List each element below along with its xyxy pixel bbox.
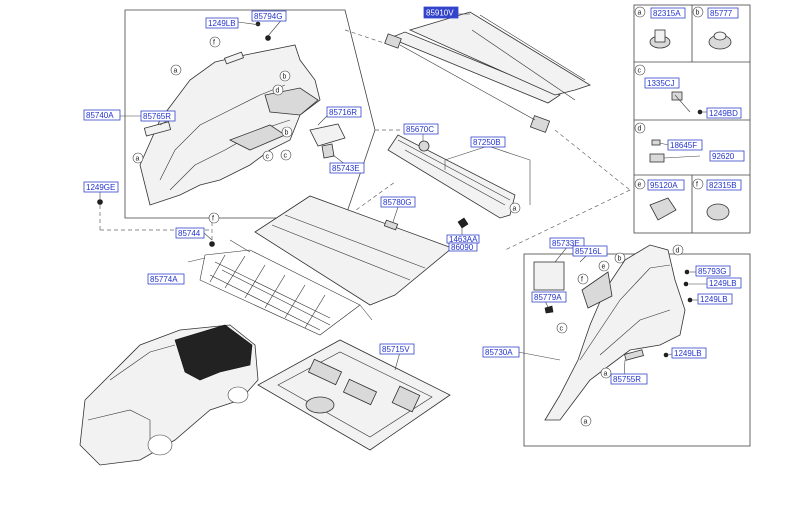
label-18645F[interactable]: 18645F bbox=[670, 141, 697, 150]
left-quarter-trim bbox=[139, 44, 321, 206]
label-85670C[interactable]: 85670C bbox=[406, 125, 434, 134]
label-95120A[interactable]: 95120A bbox=[650, 181, 678, 190]
tonneau-cover-roll bbox=[388, 31, 561, 104]
label-85910V[interactable]: 85910V bbox=[426, 9, 454, 18]
callout-e-1: e bbox=[602, 264, 606, 271]
legend-letter-f: f bbox=[696, 182, 698, 189]
label-85716L[interactable]: 85716L bbox=[575, 247, 602, 256]
cargo-net bbox=[199, 249, 361, 336]
label-1463AA[interactable]: 1463AA bbox=[449, 235, 478, 244]
label-1249LB-right-3[interactable]: 1249LB bbox=[674, 349, 702, 358]
legend-letter-a: a bbox=[638, 10, 642, 17]
label-85733E[interactable]: 85733E bbox=[552, 239, 580, 248]
label-1249LB-right-2[interactable]: 1249LB bbox=[700, 295, 728, 304]
label-82315B[interactable]: 82315B bbox=[709, 181, 737, 190]
callout-a-5: a bbox=[584, 419, 588, 426]
label-85793G[interactable]: 85793G bbox=[698, 267, 726, 276]
label-1335CJ[interactable]: 1335CJ bbox=[647, 79, 675, 88]
label-1249GE[interactable]: 1249GE bbox=[86, 183, 115, 192]
label-1249LB-top[interactable]: 1249LB bbox=[208, 19, 236, 28]
callout-a-2: a bbox=[136, 156, 140, 163]
callout-d-1: d bbox=[276, 88, 280, 95]
label-82315A[interactable]: 82315A bbox=[653, 9, 681, 18]
label-85715V[interactable]: 85715V bbox=[382, 345, 410, 354]
bracket-85733E bbox=[533, 261, 565, 291]
legend-letter-d: d bbox=[638, 126, 642, 133]
callout-f-1: f bbox=[213, 40, 215, 47]
callout-a-3: a bbox=[513, 206, 517, 213]
vehicle-cargo-highlight bbox=[174, 324, 253, 381]
label-85755R[interactable]: 85755R bbox=[613, 375, 641, 384]
label-85740A[interactable]: 85740A bbox=[86, 111, 114, 120]
label-85794G[interactable]: 85794G bbox=[254, 12, 282, 21]
callout-b-1: b bbox=[283, 74, 287, 81]
callout-c-1: c bbox=[284, 153, 288, 160]
luggage-board bbox=[254, 195, 453, 306]
part-labels: 85910V 1249LB 85794G 85740A 85765R 85716… bbox=[83, 6, 745, 385]
label-85743E[interactable]: 85743E bbox=[332, 164, 360, 173]
legend-letter-c: c bbox=[638, 68, 642, 75]
callout-b-3: b bbox=[618, 256, 622, 263]
callout-c-2: c bbox=[266, 154, 270, 161]
callout-d-2: d bbox=[676, 248, 680, 255]
bolt-1249GE bbox=[97, 199, 103, 205]
label-85774A[interactable]: 85774A bbox=[150, 275, 178, 284]
label-1249BD[interactable]: 1249BD bbox=[709, 109, 738, 118]
label-85744[interactable]: 85744 bbox=[178, 229, 201, 238]
callout-f-2: f bbox=[212, 216, 214, 223]
clip-85744 bbox=[209, 241, 215, 247]
callout-letters: a f b d b c c a f a d b e f c a a a b c … bbox=[132, 6, 704, 427]
label-85779A[interactable]: 85779A bbox=[534, 293, 562, 302]
label-1249LB-right-1[interactable]: 1249LB bbox=[709, 279, 737, 288]
callout-a-1: a bbox=[174, 68, 178, 75]
callout-f-3: f bbox=[581, 277, 583, 284]
label-85780G[interactable]: 85780G bbox=[383, 198, 411, 207]
label-85765R[interactable]: 85765R bbox=[143, 112, 171, 121]
label-86090[interactable]: 86090 bbox=[451, 243, 474, 252]
label-85716R[interactable]: 85716R bbox=[329, 108, 357, 117]
label-85730A[interactable]: 85730A bbox=[485, 348, 513, 357]
bracket-85716R bbox=[309, 123, 346, 147]
legend-letter-b: b bbox=[696, 10, 700, 17]
right-quarter-trim bbox=[544, 244, 686, 421]
callout-b-2: b bbox=[285, 130, 289, 137]
legend-letter-e: e bbox=[638, 182, 642, 189]
label-87250B[interactable]: 87250B bbox=[473, 138, 501, 147]
callout-a-4: a bbox=[604, 371, 608, 378]
label-92620[interactable]: 92620 bbox=[712, 152, 735, 161]
callout-c-3: c bbox=[560, 326, 564, 333]
label-85777[interactable]: 85777 bbox=[710, 9, 733, 18]
left-panel-frame bbox=[124, 9, 376, 219]
